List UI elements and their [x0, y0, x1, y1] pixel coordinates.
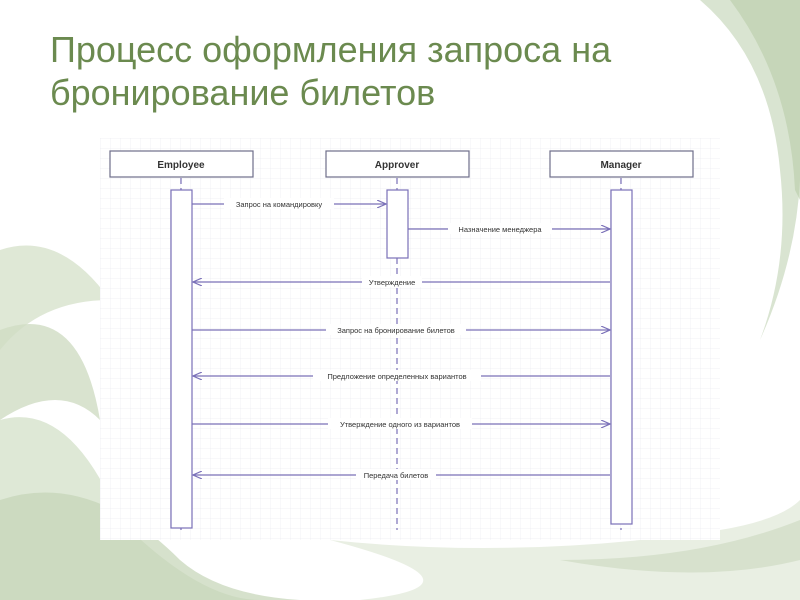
participant-approver: Approver [325, 150, 470, 178]
message-7-label: Передача билетов [364, 471, 429, 480]
participant-employee: Employee [109, 150, 254, 178]
message-6: Утверждение одного из вариантов [192, 418, 610, 429]
message-3: Утверждение [193, 276, 610, 287]
participant-approver-label: Approver [375, 160, 420, 171]
message-5-label: Предложение определенных вариантов [327, 372, 466, 381]
message-7: Передача билетов [193, 469, 610, 480]
slide-title: Процесс оформления запроса на бронирован… [50, 29, 612, 113]
participant-employee-label: Employee [157, 160, 205, 171]
participant-manager-label: Manager [600, 160, 641, 171]
message-4-label: Запрос на бронирование билетов [337, 326, 455, 335]
activation-approver [386, 189, 409, 259]
message-1-label: Запрос на командировку [236, 200, 323, 209]
message-4: Запрос на бронирование билетов [192, 324, 610, 335]
sequence-diagram: Employee Approver Manager Запрос на кома… [100, 138, 720, 540]
message-1: Запрос на командировку [192, 198, 386, 209]
message-3-label: Утверждение [369, 278, 416, 287]
message-6-label: Утверждение одного из вариантов [340, 420, 460, 429]
participant-manager: Manager [549, 150, 694, 178]
message-2-label: Назначение менеджера [458, 225, 542, 234]
activation-manager [610, 189, 633, 525]
message-5: Предложение определенных вариантов [193, 370, 610, 381]
message-2: Назначение менеджера [408, 223, 610, 234]
activation-employee [170, 189, 193, 529]
